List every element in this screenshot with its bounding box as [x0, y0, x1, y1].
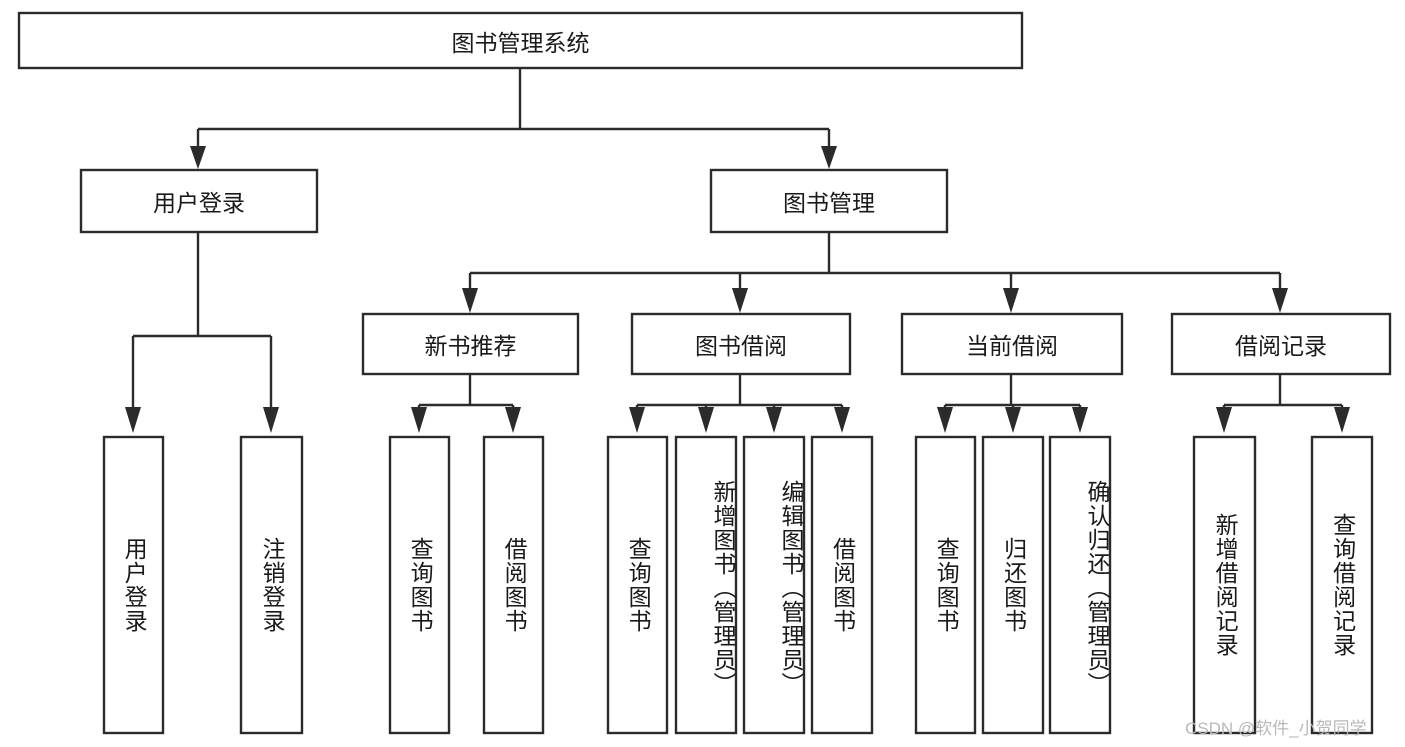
leaf-box-currentborrow-confirm[interactable] [1048, 435, 1112, 735]
leaf-box-bookborrow-query[interactable] [606, 435, 669, 735]
arrow-head-userlogin-1 [125, 407, 141, 433]
arrow-head-borrowrecord-2 [1334, 407, 1350, 433]
leaf-box-newbook-query[interactable] [388, 435, 451, 735]
arrow-head-level3-3 [1003, 288, 1019, 313]
arrow-head-level2-user [190, 146, 206, 169]
node-book-management[interactable] [709, 168, 949, 234]
leaf-box-user-login-login[interactable] [102, 435, 165, 735]
leaf-box-borrowrecord-query[interactable] [1310, 435, 1374, 735]
leaf-box-bookborrow-borrow[interactable] [810, 435, 874, 735]
leaf-box-currentborrow-query[interactable] [914, 435, 977, 735]
node-borrow-record[interactable] [1170, 312, 1392, 376]
arrow-head-newbook-2 [505, 407, 521, 433]
arrow-head-newbook-1 [411, 407, 427, 433]
node-user-login[interactable] [79, 168, 319, 234]
arrow-head-level3-2 [732, 288, 748, 313]
leaf-box-bookborrow-edit[interactable] [742, 435, 806, 735]
arrow-head-level2-book [821, 146, 837, 169]
arrow-head-bookborrow-3 [766, 407, 782, 433]
arrow-head-borrowrecord-1 [1216, 407, 1232, 433]
node-book-borrow[interactable] [630, 312, 852, 376]
arrow-head-currentborrow-3 [1072, 407, 1088, 433]
arrow-head-currentborrow-2 [1005, 407, 1021, 433]
arrow-head-bookborrow-4 [834, 407, 850, 433]
leaf-box-user-login-logout[interactable] [239, 435, 304, 735]
arrow-head-level3-4 [1272, 288, 1288, 313]
arrow-head-level3-1 [462, 288, 478, 313]
arrow-head-userlogin-2 [263, 407, 279, 433]
arrow-head-bookborrow-2 [698, 407, 714, 433]
leaf-box-bookborrow-add[interactable] [674, 435, 738, 735]
node-current-borrow[interactable] [900, 312, 1124, 376]
leaf-box-newbook-borrow[interactable] [482, 435, 545, 735]
arrow-head-currentborrow-1 [937, 407, 953, 433]
node-root-system[interactable] [17, 11, 1024, 70]
leaf-box-currentborrow-return[interactable] [981, 435, 1045, 735]
leaf-box-borrowrecord-add[interactable] [1192, 435, 1257, 735]
arrow-head-bookborrow-1 [629, 407, 645, 433]
node-new-book-recommend[interactable] [361, 312, 580, 376]
